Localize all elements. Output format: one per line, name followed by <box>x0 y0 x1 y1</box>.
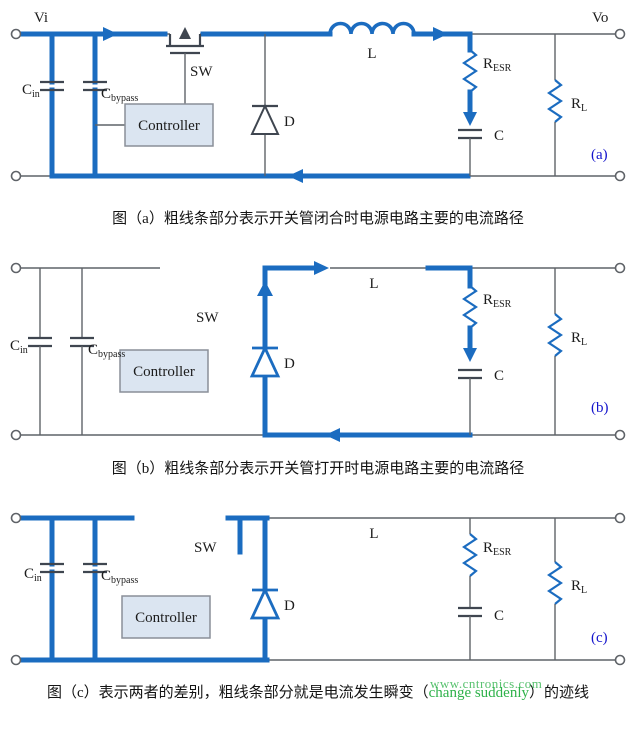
output-cap-label: C <box>494 608 504 624</box>
sw-label: SW <box>196 310 219 326</box>
caption-b: 图（b）粗线条部分表示开关管打开时电源电路主要的电流路径 <box>111 461 525 477</box>
circuit-diagram-a: Vi Vo Cin Cbypass SW Controller D L RESR… <box>10 10 626 183</box>
output-cap-b <box>458 368 482 435</box>
resr-label: RESR <box>483 56 512 74</box>
cbypass-label: Cbypass <box>101 568 138 586</box>
controller-label: Controller <box>133 364 195 380</box>
terminals-b <box>10 262 626 441</box>
caption-c-suffix: ）的迹线 <box>529 685 590 701</box>
resr-label: RESR <box>483 292 512 310</box>
freewheel-diode-c <box>249 586 281 620</box>
circuit-diagram-b: Cin Cbypass SW Controller D L RESR C RL … <box>10 261 626 442</box>
output-cap-label: C <box>494 128 504 144</box>
sw-label: SW <box>190 64 213 80</box>
controller-box-a <box>95 103 214 147</box>
current-path-thick-b <box>257 261 477 442</box>
terminal-node <box>614 654 626 666</box>
esr-resistor-b <box>462 285 478 329</box>
diode-label: D <box>284 114 295 130</box>
labels-b: Cin Cbypass SW Controller D L RESR C RL … <box>10 276 609 416</box>
bypass-cap-c <box>83 562 107 574</box>
current-arrow-right-icon <box>433 27 448 41</box>
terminal-node <box>614 512 626 524</box>
cin-label: Cin <box>10 338 28 356</box>
terminal-node <box>614 28 626 40</box>
cin-label: Cin <box>24 566 42 584</box>
controller-box-b <box>119 349 209 393</box>
controller-label: Controller <box>135 610 197 626</box>
rails-a <box>21 33 615 177</box>
terminal-node <box>10 262 22 274</box>
current-arrow-down-icon <box>463 112 477 126</box>
load-resistor-c <box>547 518 563 660</box>
watermark-text: www.cntronics.com <box>430 676 543 691</box>
load-resistor-b <box>547 268 563 435</box>
terminal-node <box>614 262 626 274</box>
output-cap-a <box>458 128 482 176</box>
cin-label: Cin <box>22 82 40 100</box>
rl-label: RL <box>571 330 587 348</box>
output-cap-label: C <box>494 368 504 384</box>
current-arrow-left-icon <box>325 428 340 442</box>
terminal-node <box>10 429 22 441</box>
caption-c-highlight: change suddenly <box>428 685 530 701</box>
labels-a: Vi Vo Cin Cbypass SW Controller D L RESR… <box>22 10 608 163</box>
esr-resistor-a <box>462 49 478 93</box>
caption-a: 图（a）粗线条部分表示开关管闭合时电源电路主要的电流路径 <box>112 211 524 227</box>
terminal-node <box>614 429 626 441</box>
esr-resistor-c <box>462 518 478 608</box>
labels-c: Cin Cbypass SW Controller D L RESR C RL … <box>24 526 608 646</box>
sw-label: SW <box>194 540 217 556</box>
cbypass-label: Cbypass <box>101 86 138 104</box>
vin-label: Vi <box>34 10 48 26</box>
rails-c <box>21 517 615 661</box>
page: Vi Vo Cin Cbypass SW Controller D L RESR… <box>0 10 636 714</box>
inductor-a <box>328 21 416 35</box>
diagram-b-tag: (b) <box>591 400 609 416</box>
vout-label: Vo <box>592 10 608 26</box>
diagram-c-tag: (c) <box>591 630 608 646</box>
controller-label: Controller <box>138 118 200 134</box>
terminal-node <box>10 170 22 182</box>
current-path-thick-a <box>19 27 477 183</box>
terminal-node <box>10 512 22 524</box>
rl-label: RL <box>571 96 587 114</box>
diode-label: D <box>284 598 295 614</box>
rl-label: RL <box>571 578 587 596</box>
diode-label: D <box>284 356 295 372</box>
bypass-cap-b <box>70 268 94 435</box>
freewheel-diode-a <box>250 34 280 176</box>
terminal-node <box>10 28 22 40</box>
terminals-c <box>10 512 626 666</box>
mosfet-arrow-icon <box>179 27 191 39</box>
terminals-a <box>10 28 626 182</box>
current-arrow-right-icon <box>314 261 329 275</box>
caption-c: 图（c）表示两者的差别，粗线条部分就是电流发生瞬变（change suddenl… <box>0 672 636 714</box>
terminal-node <box>614 170 626 182</box>
cbypass-label: Cbypass <box>88 342 125 360</box>
freewheel-diode-b <box>249 344 281 378</box>
current-arrow-up-icon <box>257 281 273 296</box>
controller-box-c <box>121 595 211 639</box>
load-resistor-a <box>547 34 563 176</box>
input-cap-cin-a <box>40 80 64 92</box>
input-cap-cin-c <box>40 562 64 574</box>
bypass-cap-a <box>83 80 107 92</box>
caption-c-prefix: 图（c）表示两者的差别，粗线条部分就是电流发生瞬变（ <box>46 685 429 701</box>
output-cap-c <box>458 606 482 660</box>
inductor-label: L <box>369 276 378 292</box>
terminal-node <box>10 654 22 666</box>
current-arrow-left-icon <box>288 169 303 183</box>
resr-label: RESR <box>483 540 512 558</box>
diagram-a-tag: (a) <box>591 147 608 163</box>
current-arrow-right-icon <box>103 27 118 41</box>
mosfet-switch-a <box>166 27 204 104</box>
current-arrow-down-icon <box>463 348 477 362</box>
input-cap-cin-b <box>28 268 52 435</box>
inductor-label: L <box>367 46 376 62</box>
inductor-label: L <box>369 526 378 542</box>
circuit-diagram-c: Cin Cbypass SW Controller D L RESR C RL … <box>10 512 626 666</box>
